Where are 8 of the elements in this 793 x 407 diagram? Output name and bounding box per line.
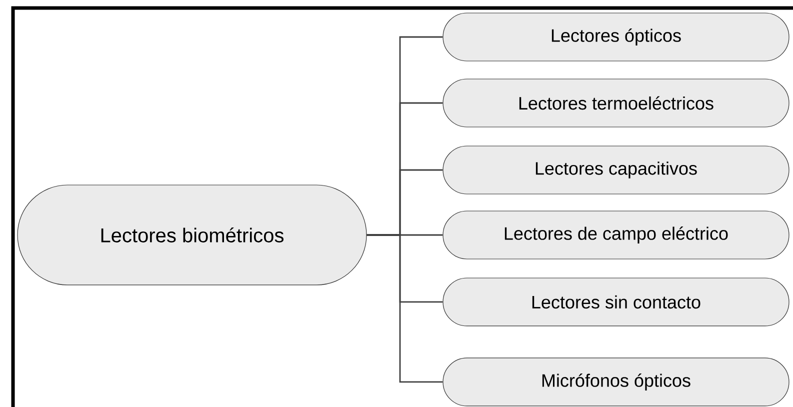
category-node: Lectores de campo eléctrico bbox=[442, 210, 790, 260]
category-node: Lectores sin contacto bbox=[442, 278, 790, 326]
category-node: Micrófonos ópticos bbox=[442, 358, 790, 406]
root-node: Lectores biométricos bbox=[17, 184, 367, 286]
category-node: Lectores ópticos bbox=[442, 12, 790, 62]
connector-line bbox=[366, 234, 443, 383]
category-node: Lectores capacitivos bbox=[442, 146, 790, 194]
category-node: Lectores termoeléctricos bbox=[442, 78, 790, 128]
